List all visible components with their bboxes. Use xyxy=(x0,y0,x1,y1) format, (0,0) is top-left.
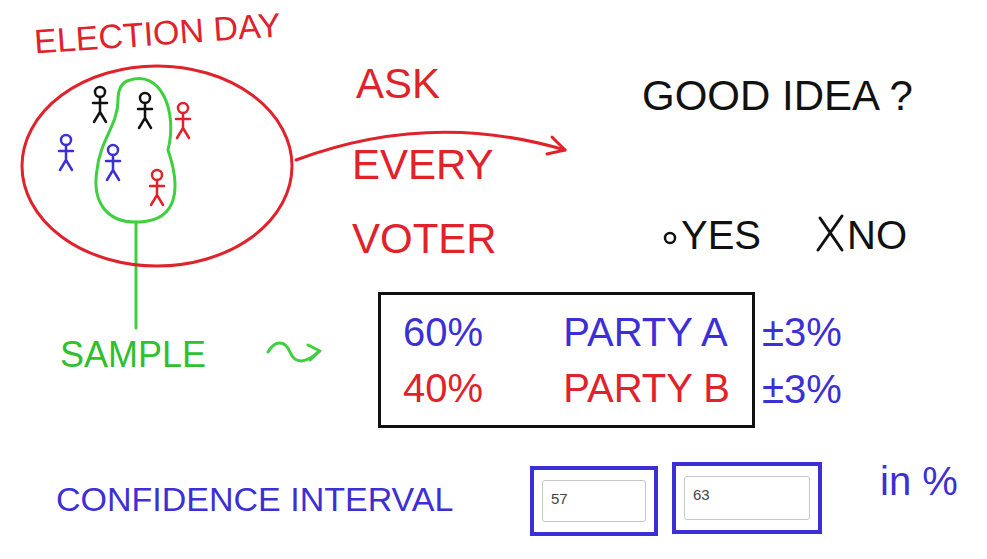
voter-head xyxy=(108,145,118,155)
circle-heading: ELECTION DAY xyxy=(32,5,281,61)
voter-body xyxy=(59,145,73,170)
action-label: EVERY VOTER xyxy=(352,128,512,275)
interval-high-box: 63 xyxy=(672,462,822,534)
ask-arrowhead xyxy=(547,137,565,154)
squiggle-arrowhead xyxy=(308,345,320,360)
voter-body xyxy=(138,103,152,128)
voter-body xyxy=(176,113,190,138)
voter-body xyxy=(93,97,107,122)
interval-label: CONFIDENCE INTERVAL xyxy=(56,480,453,519)
margin-label: ±3% xyxy=(762,309,842,355)
voter-figure xyxy=(106,145,120,180)
cross-mark xyxy=(818,216,842,250)
radio-circle xyxy=(665,233,675,243)
margin-label: ±3% xyxy=(762,366,842,412)
voter-head xyxy=(178,103,188,113)
voter-figure xyxy=(138,93,152,128)
voter-figure xyxy=(59,135,73,170)
percent-value: 40% xyxy=(403,365,483,411)
percent-value: 60% xyxy=(403,309,483,355)
voter-body xyxy=(106,155,120,180)
voter-head xyxy=(140,93,150,103)
sample-blob xyxy=(96,78,175,222)
election-circle xyxy=(22,66,292,266)
party-name: PARTY A xyxy=(563,309,730,355)
input-field: 57 xyxy=(542,480,646,522)
question-label: GOOD IDEA ? xyxy=(642,72,913,120)
voter-figure xyxy=(176,103,190,138)
sample-leader xyxy=(135,222,138,328)
election-day-circle: ELECTION DAY xyxy=(12,8,302,270)
unit-label: in % xyxy=(880,458,958,504)
action-label: ASK xyxy=(356,60,440,108)
interval-value: 63 xyxy=(693,486,801,503)
voter-figure xyxy=(150,170,164,205)
voter-body xyxy=(150,180,164,205)
sample-label: SAMPLE xyxy=(60,334,206,375)
interval-value: 57 xyxy=(551,490,637,507)
option-label: YES xyxy=(681,212,761,258)
option-label: NO xyxy=(847,212,907,258)
party-name: PARTY B xyxy=(563,365,730,411)
interval-low-box: 57 xyxy=(530,466,658,536)
poll-result-box: 60% PARTY A 40% PARTY B xyxy=(378,292,755,428)
voter-head xyxy=(152,170,162,180)
voter-figure xyxy=(93,87,107,122)
voter-head xyxy=(61,135,71,145)
voter-head xyxy=(95,87,105,97)
input-field: 63 xyxy=(684,476,810,520)
